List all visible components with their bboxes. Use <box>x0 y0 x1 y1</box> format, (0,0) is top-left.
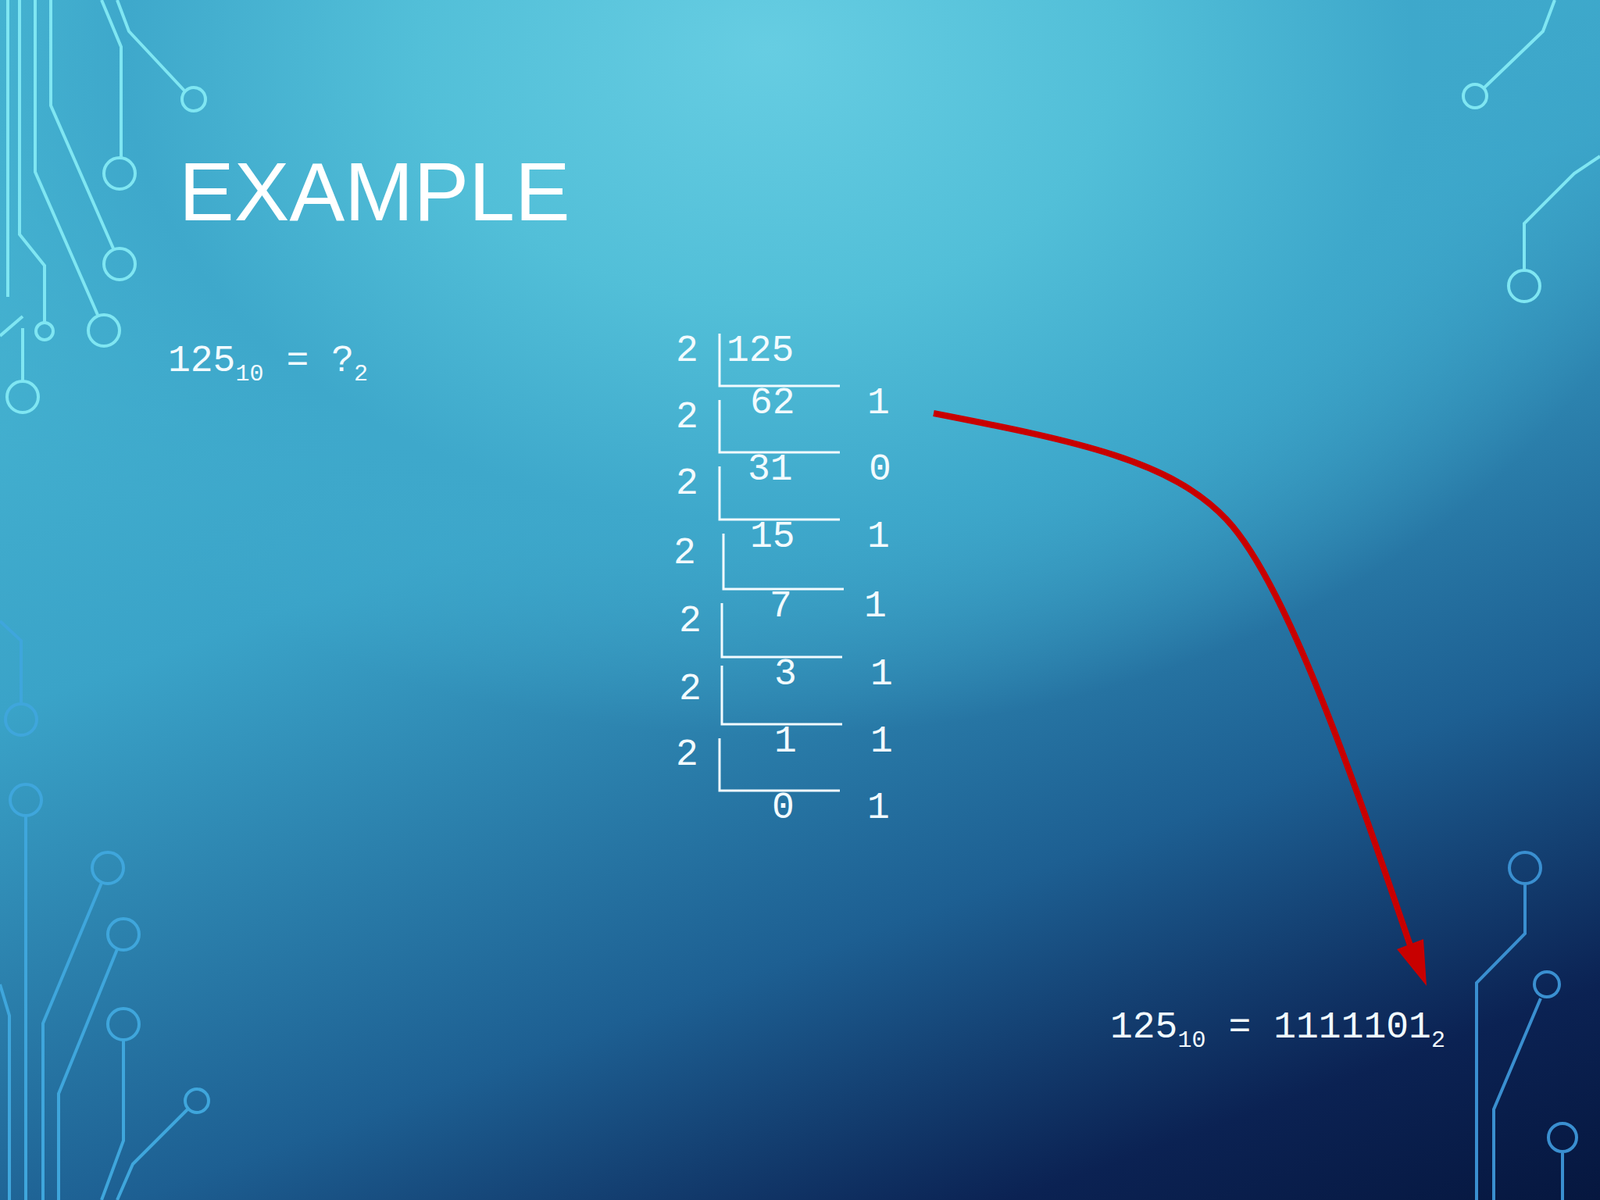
slide-title: EXAMPLE <box>178 150 571 233</box>
divisor: 2 <box>675 332 699 370</box>
circuit-trace <box>6 0 10 297</box>
base-subscript: 10 <box>1177 1028 1206 1053</box>
red-arrow <box>933 413 1427 986</box>
remainder: 1 <box>867 789 890 827</box>
remainder: 0 <box>868 450 892 489</box>
circuit-pad <box>1508 270 1540 302</box>
circuit-trace <box>0 621 22 704</box>
quotient: 3 <box>774 655 797 693</box>
circuit-pad <box>1534 971 1560 997</box>
remainder: 1 <box>870 655 893 693</box>
equation-text: 125 <box>167 342 236 380</box>
circuit-trace <box>0 316 23 336</box>
circuit-trace <box>42 882 102 1200</box>
quotient: 1 <box>774 722 797 761</box>
circuit-trace <box>1560 1153 1565 1200</box>
circuit-top-right <box>1463 0 1600 302</box>
divisor: 2 <box>673 534 697 572</box>
divisor: 2 <box>675 464 699 503</box>
divisor: 2 <box>678 602 702 640</box>
remainder: 1 <box>870 722 893 761</box>
circuit-pad <box>185 1089 209 1113</box>
circuit-pad <box>10 784 42 816</box>
divisor: 2 <box>675 398 699 436</box>
circuit-pad <box>107 1008 140 1040</box>
circuit-bottom-left <box>0 621 209 1200</box>
circuit-pad <box>1548 1123 1577 1152</box>
quotient: 31 <box>747 450 793 489</box>
circuit-pad <box>35 322 54 340</box>
circuit-pad <box>107 918 140 950</box>
circuit-trace <box>19 0 45 322</box>
equation-text: = <box>1228 1008 1251 1047</box>
circuit-trace <box>0 984 10 1200</box>
dividend: 125 <box>726 332 794 370</box>
circuit-trace <box>101 1039 124 1200</box>
circuit-pad <box>103 248 136 280</box>
divisor: 2 <box>675 735 699 774</box>
arrow-line <box>933 413 1411 946</box>
circuit-pad <box>5 703 37 736</box>
divisor: 2 <box>678 670 702 708</box>
circuit-pad <box>88 314 120 347</box>
remainder: 1 <box>867 517 890 556</box>
circuit-trace <box>101 0 122 158</box>
circuit-trace <box>24 815 28 1200</box>
circuit-trace <box>50 0 114 249</box>
remainder: 1 <box>864 587 887 625</box>
circuit-trace <box>58 949 118 1200</box>
circuit-pad <box>103 157 136 190</box>
equation-text: ? <box>331 342 354 380</box>
quotient: 62 <box>750 384 796 422</box>
circuit-trace <box>117 1109 188 1200</box>
remainder: 1 <box>867 384 890 422</box>
question-equation: 12510 =?2 <box>167 342 368 386</box>
circuit-trace <box>1524 156 1600 271</box>
circuit-pad <box>1509 852 1541 884</box>
ladder-lines <box>719 333 844 791</box>
circuit-pad <box>1463 84 1487 108</box>
circuit-trace <box>21 328 25 382</box>
equation-text: 125 <box>1110 1008 1178 1047</box>
quotient: 0 <box>771 789 795 827</box>
equation-text: = <box>285 342 309 380</box>
circuit-pad <box>7 381 39 413</box>
circuit-pad <box>92 852 124 884</box>
base-subscript: 2 <box>353 362 368 386</box>
circuit-bottom-right <box>1476 852 1577 1200</box>
quotient: 15 <box>750 517 796 556</box>
base-subscript: 10 <box>235 362 264 386</box>
quotient: 7 <box>769 587 793 625</box>
circuit-trace <box>117 0 185 91</box>
base-subscript: 2 <box>1431 1028 1446 1053</box>
circuit-pad <box>182 87 206 111</box>
circuit-trace <box>1484 0 1555 88</box>
equation-text: 1111101 <box>1273 1008 1432 1047</box>
circuit-trace <box>1493 998 1541 1200</box>
arrow-head <box>1396 939 1427 986</box>
result-equation: 12510 = 11111012 <box>1110 1008 1446 1053</box>
circuit-trace <box>1476 883 1525 1200</box>
